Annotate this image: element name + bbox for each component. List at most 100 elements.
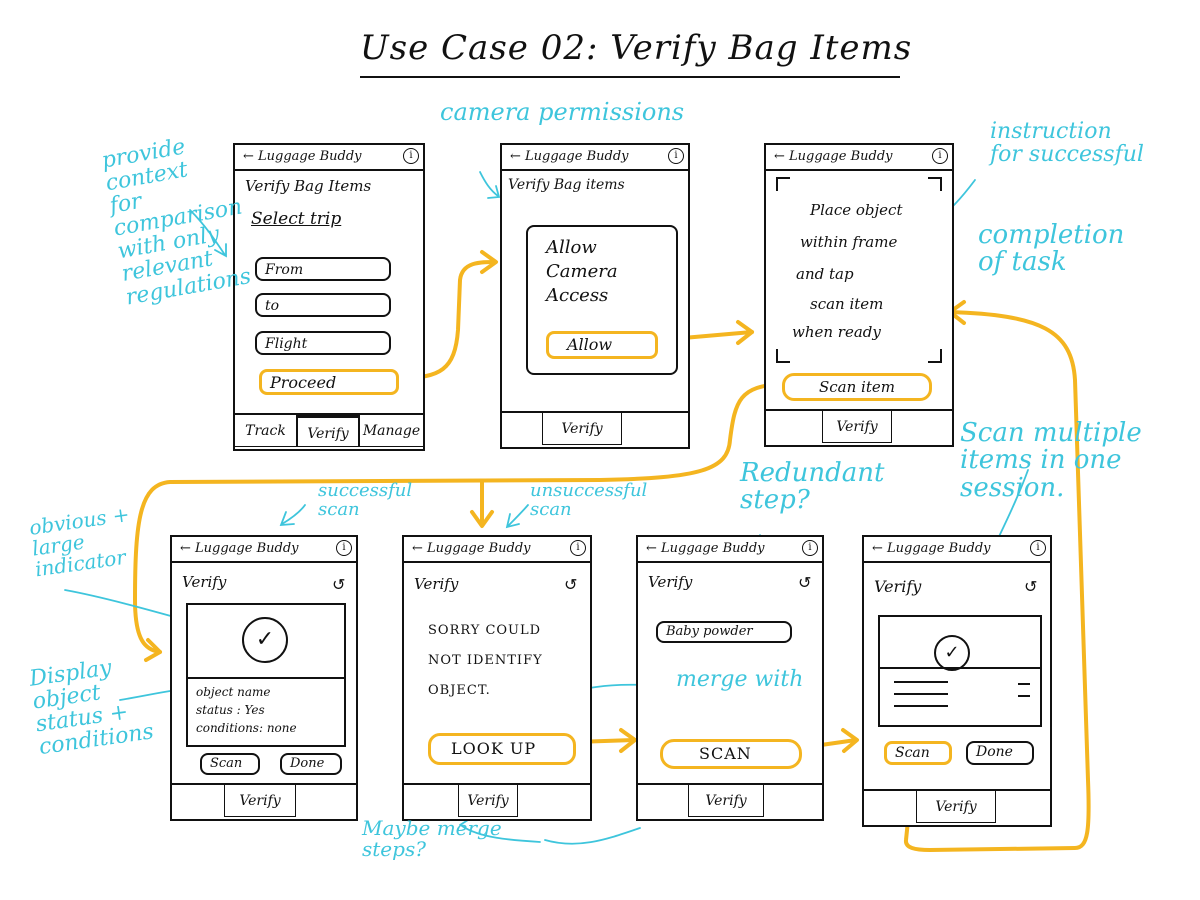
from-field[interactable]: From [255,257,391,281]
done-button[interactable]: Done [966,741,1034,765]
arrow-to-s5-head [470,510,494,528]
success-check-icon: ✓ [934,635,970,671]
info-icon[interactable]: i [1030,540,1046,556]
nav-verify[interactable]: Verify [688,785,764,817]
screen-heading: Verify Bag Items [245,177,372,195]
bottom-nav: Verify [404,783,590,819]
app-name: Luggage Buddy [887,541,991,556]
nav-verify[interactable]: Verify [297,415,359,447]
flight-field[interactable]: Flight [255,331,391,355]
info-icon[interactable]: i [802,540,818,556]
nav-verify[interactable]: Verify [542,413,622,445]
info-icon[interactable]: i [336,540,352,556]
to-field[interactable]: to [255,293,391,317]
arrow-s5-to-s6-head [619,728,637,753]
note-provide-context: provide context for comparison with only… [99,134,253,311]
screen-heading: Verify [414,575,459,593]
refresh-icon[interactable]: ↺ [1024,577,1038,596]
look-up-button[interactable]: LOOK UP [428,733,576,765]
done-button[interactable]: Done [280,753,342,775]
nav-track[interactable]: Track [235,415,297,447]
app-name: Luggage Buddy [427,541,531,556]
note-display-status: Display object status + conditions [27,655,156,761]
info-icon[interactable]: i [668,148,684,164]
info-icon[interactable]: i [570,540,586,556]
permission-dialog: Allow Camera Access Allow [526,225,678,375]
refresh-icon[interactable]: ↺ [564,575,578,594]
item-card: ✓ [878,615,1042,727]
note-instruction: instruction for successful [990,119,1144,168]
page-title: Use Case 02: Verify Bag Items [360,28,913,68]
instruction-line-2: within frame [800,233,898,251]
arrow-s2-to-s3-head [736,320,754,345]
status-label: status : Yes [196,703,265,717]
nav-verify[interactable]: Verify [458,785,518,817]
placeholder-line [894,705,948,707]
dialog-line-2: Camera [546,261,618,282]
info-icon[interactable]: i [403,148,419,164]
note-maybe-merge: Maybe merge steps? [362,816,502,861]
instruction-line-1: Place object [810,201,903,219]
dialog-line-1: Allow [546,237,597,258]
screen-heading: Verify [182,573,227,591]
frame-corner-tl [776,177,790,191]
app-name: Luggage Buddy [258,149,362,164]
bottom-nav: Verify [638,783,822,819]
bottom-nav: Track Verify Manage [235,413,423,449]
nav-verify[interactable]: Verify [916,791,996,823]
note-merge-with: merge with [676,667,804,692]
nav-verify[interactable]: Verify [224,785,296,817]
refresh-icon[interactable]: ↺ [332,575,346,594]
instruction-line-4: scan item [810,295,884,313]
nav-manage[interactable]: Manage [359,415,423,447]
error-line-1: SORRY COULD [428,623,542,638]
info-icon[interactable]: i [932,148,948,164]
arrow-s6-to-s7-head [841,728,859,753]
refresh-icon[interactable]: ↺ [798,573,812,592]
note-completion: completion of task [978,220,1125,278]
item-tag[interactable]: Baby powder [656,621,792,643]
select-trip-label: Select trip [251,209,342,229]
note-successful-scan: successful scan [318,480,413,520]
title-underline [360,76,900,78]
placeholder-line [1018,683,1030,685]
app-name: Luggage Buddy [525,149,629,164]
proceed-button[interactable]: Proceed [259,369,399,395]
scan-item-button[interactable]: Scan item [782,373,932,401]
app-name: Luggage Buddy [661,541,765,556]
card-divider [880,667,1040,669]
frame-corner-bl [776,349,790,363]
note-unsuccessful-scan: unsuccessful scan [530,480,648,520]
scan-button[interactable]: SCAN [660,739,802,769]
arrow-s1-to-s2-head [480,250,498,274]
frame-corner-br [928,349,942,363]
bottom-nav: Verify [766,409,952,445]
scan-button[interactable]: Scan [884,741,952,765]
screen-heading: Verify [874,577,922,596]
note-scan-multiple: Scan multiple items in one session. [960,418,1142,503]
dialog-line-3: Access [546,285,609,306]
screen-heading: Verify Bag items [508,177,625,193]
card-divider [188,677,344,679]
allow-button[interactable]: Allow [546,331,658,359]
result-card: ✓ object name status : Yes conditions: n… [186,603,346,747]
bottom-nav: Verify [864,789,1050,825]
placeholder-line [1018,695,1030,697]
error-line-2: NOT IDENTIFY [428,653,543,668]
screen-heading: Verify [648,573,693,591]
scan-button[interactable]: Scan [200,753,260,775]
nav-verify[interactable]: Verify [822,411,892,443]
